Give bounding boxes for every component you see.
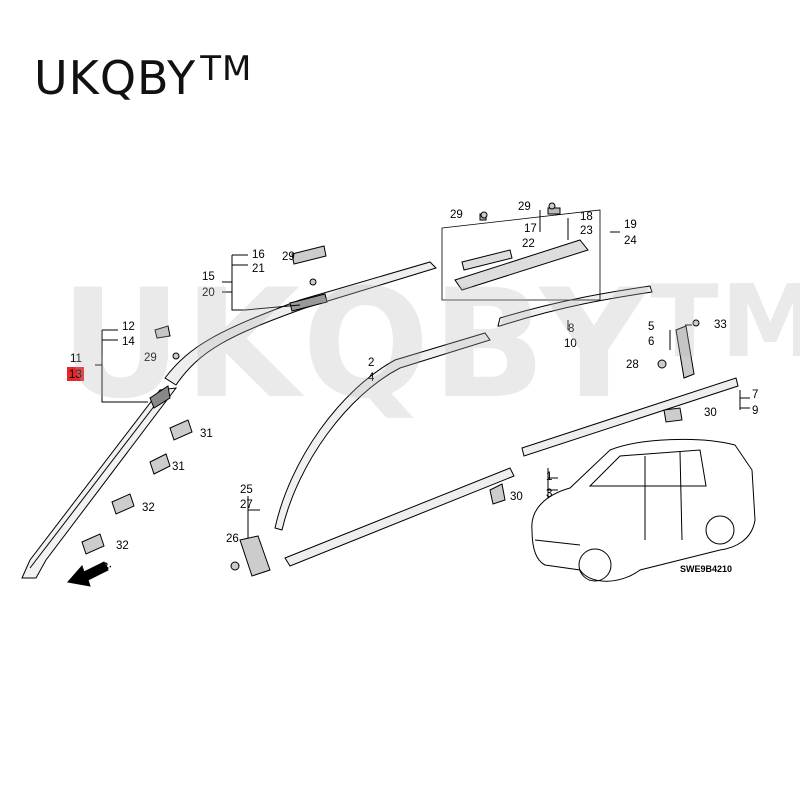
callout-14: 14 [122, 336, 135, 348]
callout-12: 12 [122, 321, 135, 333]
callout-30b: 30 [510, 491, 523, 503]
diagram-code: SWE9B4210 [680, 564, 732, 574]
door-sash-moulding [274, 332, 491, 531]
callout-9: 9 [752, 405, 758, 417]
callout-15: 15 [202, 271, 215, 283]
callout-2: 2 [368, 357, 374, 369]
callout-22: 22 [522, 238, 535, 250]
callout-17: 17 [524, 223, 537, 235]
callout-20: 20 [202, 287, 215, 299]
callout-19: 19 [624, 219, 637, 231]
callout-26: 26 [226, 533, 239, 545]
callout-13-highlight [67, 367, 84, 381]
callout-32a: 32 [142, 502, 155, 514]
callout-29c: 29 [282, 251, 295, 263]
callout-21: 21 [252, 263, 265, 275]
callout-4: 4 [368, 372, 375, 384]
front-marker-label: FR. [94, 559, 113, 576]
callout-24: 24 [624, 235, 637, 247]
vehicle-illustration [531, 438, 756, 582]
callout-32b: 32 [116, 540, 129, 552]
callout-11: 11 [70, 353, 82, 365]
front-arrow-icon [67, 561, 109, 587]
roof-moulding-front [164, 261, 437, 386]
callout-31a: 31 [200, 428, 213, 440]
callout-31b: 31 [172, 461, 185, 473]
clip-parts [81, 202, 700, 577]
callout-7: 7 [752, 389, 758, 401]
callout-18: 18 [580, 211, 593, 223]
callout-1: 1 [546, 471, 552, 483]
callout-33: 33 [714, 319, 727, 331]
a-pillar-moulding [21, 385, 178, 579]
callout-28: 28 [626, 359, 639, 371]
callout-5: 5 [648, 321, 654, 333]
callout-29d: 29 [144, 352, 157, 364]
rear-sash-moulding [497, 285, 653, 327]
callout-6: 6 [648, 336, 654, 348]
callout-3: 3 [546, 488, 552, 500]
callout-29a: 29 [450, 209, 463, 221]
brand-name: UKQBY [34, 51, 197, 105]
brand-trademark: TM [200, 49, 253, 89]
callout-30a: 30 [704, 407, 717, 419]
callout-23: 23 [580, 225, 593, 237]
leader-lines [95, 210, 750, 540]
callout-13: 13 [69, 369, 82, 381]
callout-8: 8 [568, 323, 574, 335]
rear-roof-garnish [441, 207, 601, 301]
callout-labels: 29 29 18 23 19 24 17 22 16 21 29 15 20 1… [67, 201, 758, 577]
callout-27: 27 [240, 499, 253, 511]
lower-door-moulding [284, 377, 739, 567]
callout-29b: 29 [518, 201, 531, 213]
callout-25: 25 [240, 484, 253, 496]
callout-16: 16 [252, 249, 265, 261]
callout-10: 10 [564, 338, 577, 350]
